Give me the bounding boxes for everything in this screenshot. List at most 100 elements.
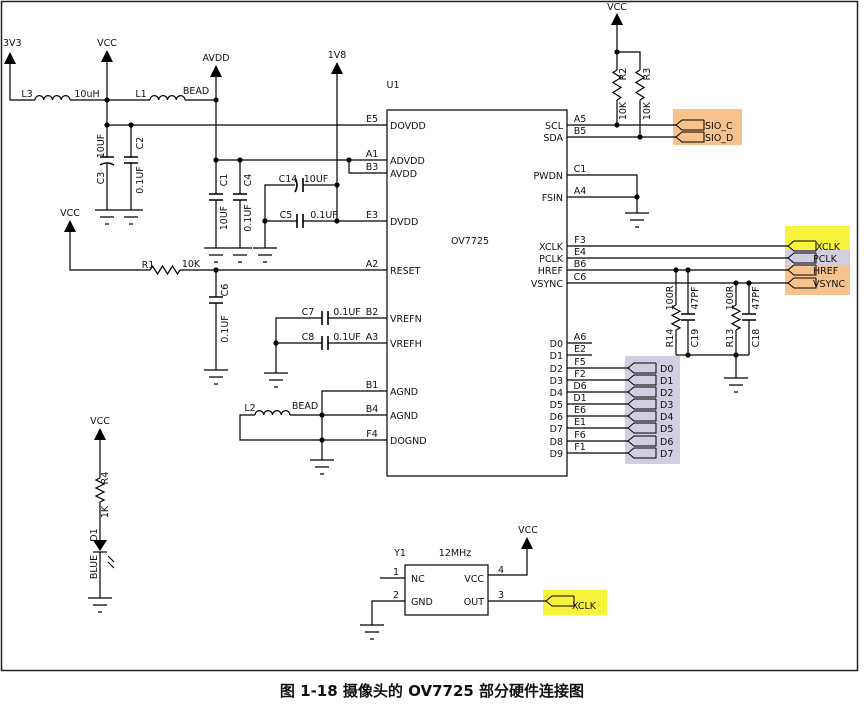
data-net-label: D0 (660, 364, 673, 375)
pin-number: F6 (574, 430, 586, 441)
junction-dot (733, 352, 739, 358)
pin-number: B2 (366, 307, 379, 318)
pin-name: D1 (550, 351, 563, 362)
power-label: AVDD (202, 53, 229, 64)
label: R4 (100, 472, 111, 485)
pin-number: A3 (366, 332, 379, 343)
net-label: XCLK (572, 601, 597, 612)
junction-dot (213, 157, 219, 163)
pin-name: D6 (550, 412, 563, 423)
power-label: VCC (97, 38, 117, 49)
power-arrow-icon (94, 428, 106, 440)
junction-dot (685, 352, 691, 358)
junction-dot (319, 437, 325, 443)
pin-number: B4 (366, 404, 379, 415)
net-port-icon (675, 131, 705, 143)
net-port-icon (787, 264, 817, 276)
net-label: HREF (813, 266, 838, 277)
pin-number: C1 (574, 164, 587, 175)
power-label: VCC (518, 525, 538, 536)
power-arrow-icon (611, 13, 623, 25)
pin-number: E3 (366, 210, 378, 221)
label: OUT (464, 597, 484, 608)
label: BLUE (89, 555, 100, 579)
net-label: PCLK (813, 254, 838, 265)
label: L3 (21, 89, 32, 100)
pin-name: AGND (390, 387, 418, 398)
label: 10K (642, 101, 653, 120)
pin-number: E6 (574, 405, 586, 416)
power-label: 1V8 (328, 50, 347, 61)
pin-name: D0 (550, 339, 563, 350)
label: C3 (96, 172, 107, 185)
pin-number: A1 (366, 149, 379, 160)
pin-name: D3 (550, 376, 563, 387)
ground-icon (253, 247, 277, 263)
label: C7 (302, 307, 315, 318)
pin-number: F4 (366, 429, 378, 440)
pin-name: DVDD (390, 217, 418, 228)
junction-dot (262, 218, 268, 224)
sync-net-box (785, 265, 850, 295)
capacitor-icon (124, 156, 138, 164)
label: 100R (665, 285, 676, 310)
data-net-label: D7 (660, 449, 673, 460)
junction-dot (104, 122, 110, 128)
ground-icon (95, 209, 119, 225)
net-port-icon (787, 277, 817, 289)
pin-number: C6 (574, 272, 587, 283)
xclk-net-box (785, 226, 850, 250)
label: 1 (393, 567, 399, 578)
net-port-icon (627, 398, 657, 410)
inductor-icon (149, 95, 186, 101)
junction-dot (634, 194, 640, 200)
power-arrow-icon (331, 62, 343, 74)
label: NC (411, 574, 425, 585)
wire (371, 600, 405, 625)
wire (275, 317, 322, 373)
pin-number: F2 (574, 369, 586, 380)
ground-icon (204, 247, 228, 263)
label: 12MHz (439, 548, 471, 559)
wire (617, 51, 641, 70)
capacitor-icon (321, 311, 329, 325)
label: VCC (464, 574, 484, 585)
pin-name: DOGND (390, 436, 427, 447)
label: 3 (498, 590, 504, 601)
capacitor-icon (99, 156, 115, 166)
pin-name: VSYNC (531, 279, 563, 290)
label: C5 (280, 210, 293, 221)
pin-name: RESET (390, 266, 421, 277)
pin-number: A6 (574, 332, 587, 343)
pin-name: DOVDD (390, 121, 426, 132)
label: 10K (618, 101, 629, 120)
label: C14 (279, 174, 298, 185)
net-port-icon (627, 374, 657, 386)
net-port-icon (787, 252, 817, 264)
resistor-icon (94, 477, 106, 503)
pin-number: F3 (574, 235, 586, 246)
net-label: VSYNC (813, 279, 845, 290)
power-arrow-icon (521, 537, 533, 549)
pin-name: SCL (545, 121, 564, 132)
wire (9, 64, 35, 101)
data-net-label: D1 (660, 376, 673, 387)
label: L1 (135, 89, 146, 100)
inductor-icon (34, 95, 71, 101)
pin-number: E4 (574, 247, 586, 258)
net-port-icon (545, 595, 575, 607)
net-label: SIO_D (705, 133, 733, 144)
resistor-icon (634, 69, 646, 101)
net-port-icon (627, 447, 657, 459)
ground-icon (228, 247, 252, 263)
wire (239, 414, 387, 441)
label: 2 (393, 590, 399, 601)
power-label: VCC (90, 416, 110, 427)
capacitor-icon (321, 336, 329, 350)
label: C2 (135, 137, 146, 150)
label: 0.1UF (243, 204, 254, 232)
pin-name: D5 (550, 400, 563, 411)
net-port-icon (627, 410, 657, 422)
junction-dot (319, 412, 325, 418)
capacitor-icon (209, 296, 223, 304)
